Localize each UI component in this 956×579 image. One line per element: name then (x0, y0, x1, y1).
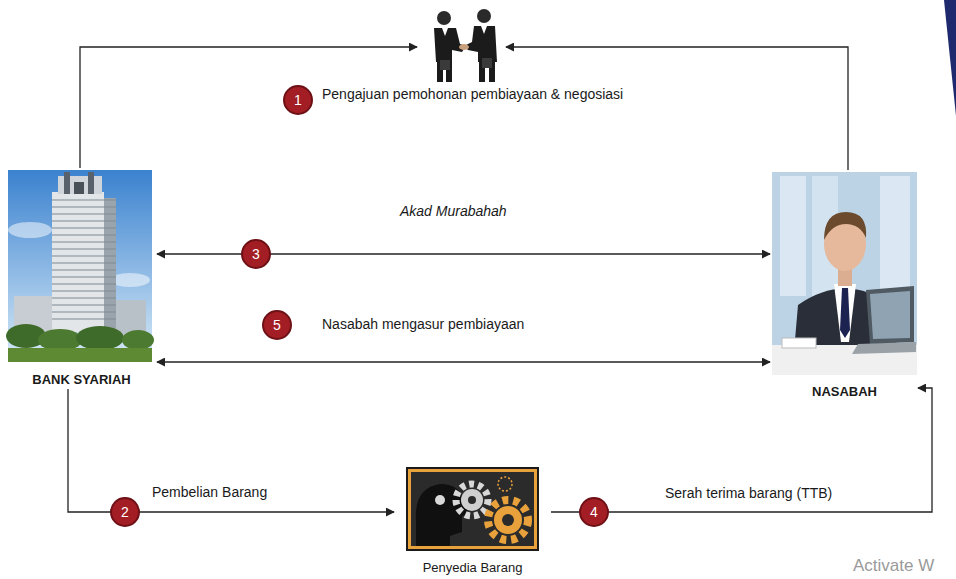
supplier-illustration (407, 468, 538, 550)
handshake-illustration (434, 9, 497, 82)
node-label: NASABAH (812, 384, 877, 400)
handshake-illustration (477, 9, 491, 23)
supplier-illustration (498, 477, 512, 491)
customer-illustration (780, 176, 806, 296)
bank-building-illustration (64, 172, 70, 194)
callout-number: 2 (110, 497, 140, 527)
bank-building-illustration (74, 182, 84, 194)
bank-building-illustration (52, 291, 116, 292)
supplier-illustration (494, 506, 522, 534)
callout-number: 5 (262, 310, 292, 340)
bank-building-illustration (52, 192, 104, 332)
callout-number: 3 (241, 239, 271, 269)
bank-building-illustration (122, 330, 154, 350)
customer-illustration (834, 284, 856, 342)
bank-building-illustration (52, 242, 116, 243)
supplier-illustration (456, 484, 488, 516)
node-label: BANK SYARIAH (32, 372, 130, 388)
bank-building-illustration (52, 249, 116, 250)
customer-node: NASABAH (772, 170, 917, 400)
supplier-illustration (416, 484, 470, 546)
supplier-illustration (461, 489, 483, 511)
bank-building-illustration (52, 298, 116, 299)
bank-building-illustration (52, 200, 116, 201)
bank-building-illustration (52, 214, 116, 215)
handshake-illustration (464, 26, 497, 62)
watermark: Activate W (853, 556, 934, 576)
handshake-illustration (482, 58, 492, 68)
handshake-illustration (459, 44, 469, 50)
supplier-node: Penyedia Barang (395, 466, 550, 576)
supplier-illustration (468, 496, 476, 504)
negotiation-lines (506, 47, 848, 170)
handshake-illustration (481, 26, 487, 34)
bank-building-illustration (52, 305, 116, 306)
node-label: Penyedia Barang (423, 560, 523, 576)
corner-wedge (944, 0, 956, 116)
bank-building-illustration (38, 329, 82, 351)
flow-arrow (551, 388, 932, 512)
callout-number: 4 (579, 497, 609, 527)
bank-building-illustration (52, 256, 116, 257)
supplier-illustration (502, 514, 514, 526)
supplier-illustration (411, 472, 534, 546)
negotiation-lines (80, 47, 417, 168)
customer-illustration (840, 288, 850, 338)
bank-building-illustration (88, 172, 94, 194)
flow-arrow (157, 361, 770, 362)
edge-label: Serah terima barang (TTB) (663, 485, 834, 502)
bank-building-illustration (52, 270, 116, 271)
customer-illustration (824, 212, 866, 240)
callout-number: 1 (283, 85, 313, 115)
bank-building-illustration (52, 263, 116, 264)
bank-building-illustration (52, 228, 116, 229)
bank-building-illustration (8, 348, 152, 362)
edge-label: Pembelian Barang (150, 484, 269, 501)
customer-illustration (852, 342, 916, 354)
bank-building-illustration (52, 312, 116, 313)
handshake-illustration (437, 11, 451, 25)
negotiation-lines (80, 47, 848, 170)
edge-label: Nasabah mengasur pembiayaan (320, 316, 526, 333)
supplier-illustration (488, 500, 528, 540)
bank-building-illustration (52, 200, 116, 319)
bank-node: BANK SYARIAH (8, 168, 155, 388)
customer-illustration (880, 176, 910, 296)
customer-illustration (866, 286, 914, 344)
handshake-illustration (442, 28, 448, 36)
bank-building-illustration (52, 319, 116, 320)
customer-illustration (870, 291, 910, 339)
bank-building-illustration (52, 235, 116, 236)
bank-building-illustration (52, 284, 116, 285)
handshake-illustration (440, 60, 450, 70)
flow-arrow (68, 389, 394, 512)
bank-building-illustration (52, 277, 116, 278)
bank-building-illustration (52, 221, 116, 222)
bank-building-illustration (76, 326, 124, 350)
bank-building-illustration (8, 222, 52, 238)
customer-illustration (782, 338, 816, 348)
bank-building-illustration (52, 207, 116, 208)
supplier-illustration (435, 495, 445, 505)
step-text: Pengajuan pemohonan pembiayaan & negosia… (322, 86, 623, 103)
bank-building-illustration (6, 170, 154, 362)
customer-illustration (772, 172, 917, 375)
edge-label: Akad Murabahah (398, 203, 509, 220)
supplier-illustration (407, 468, 538, 550)
customer-illustration (772, 172, 917, 375)
